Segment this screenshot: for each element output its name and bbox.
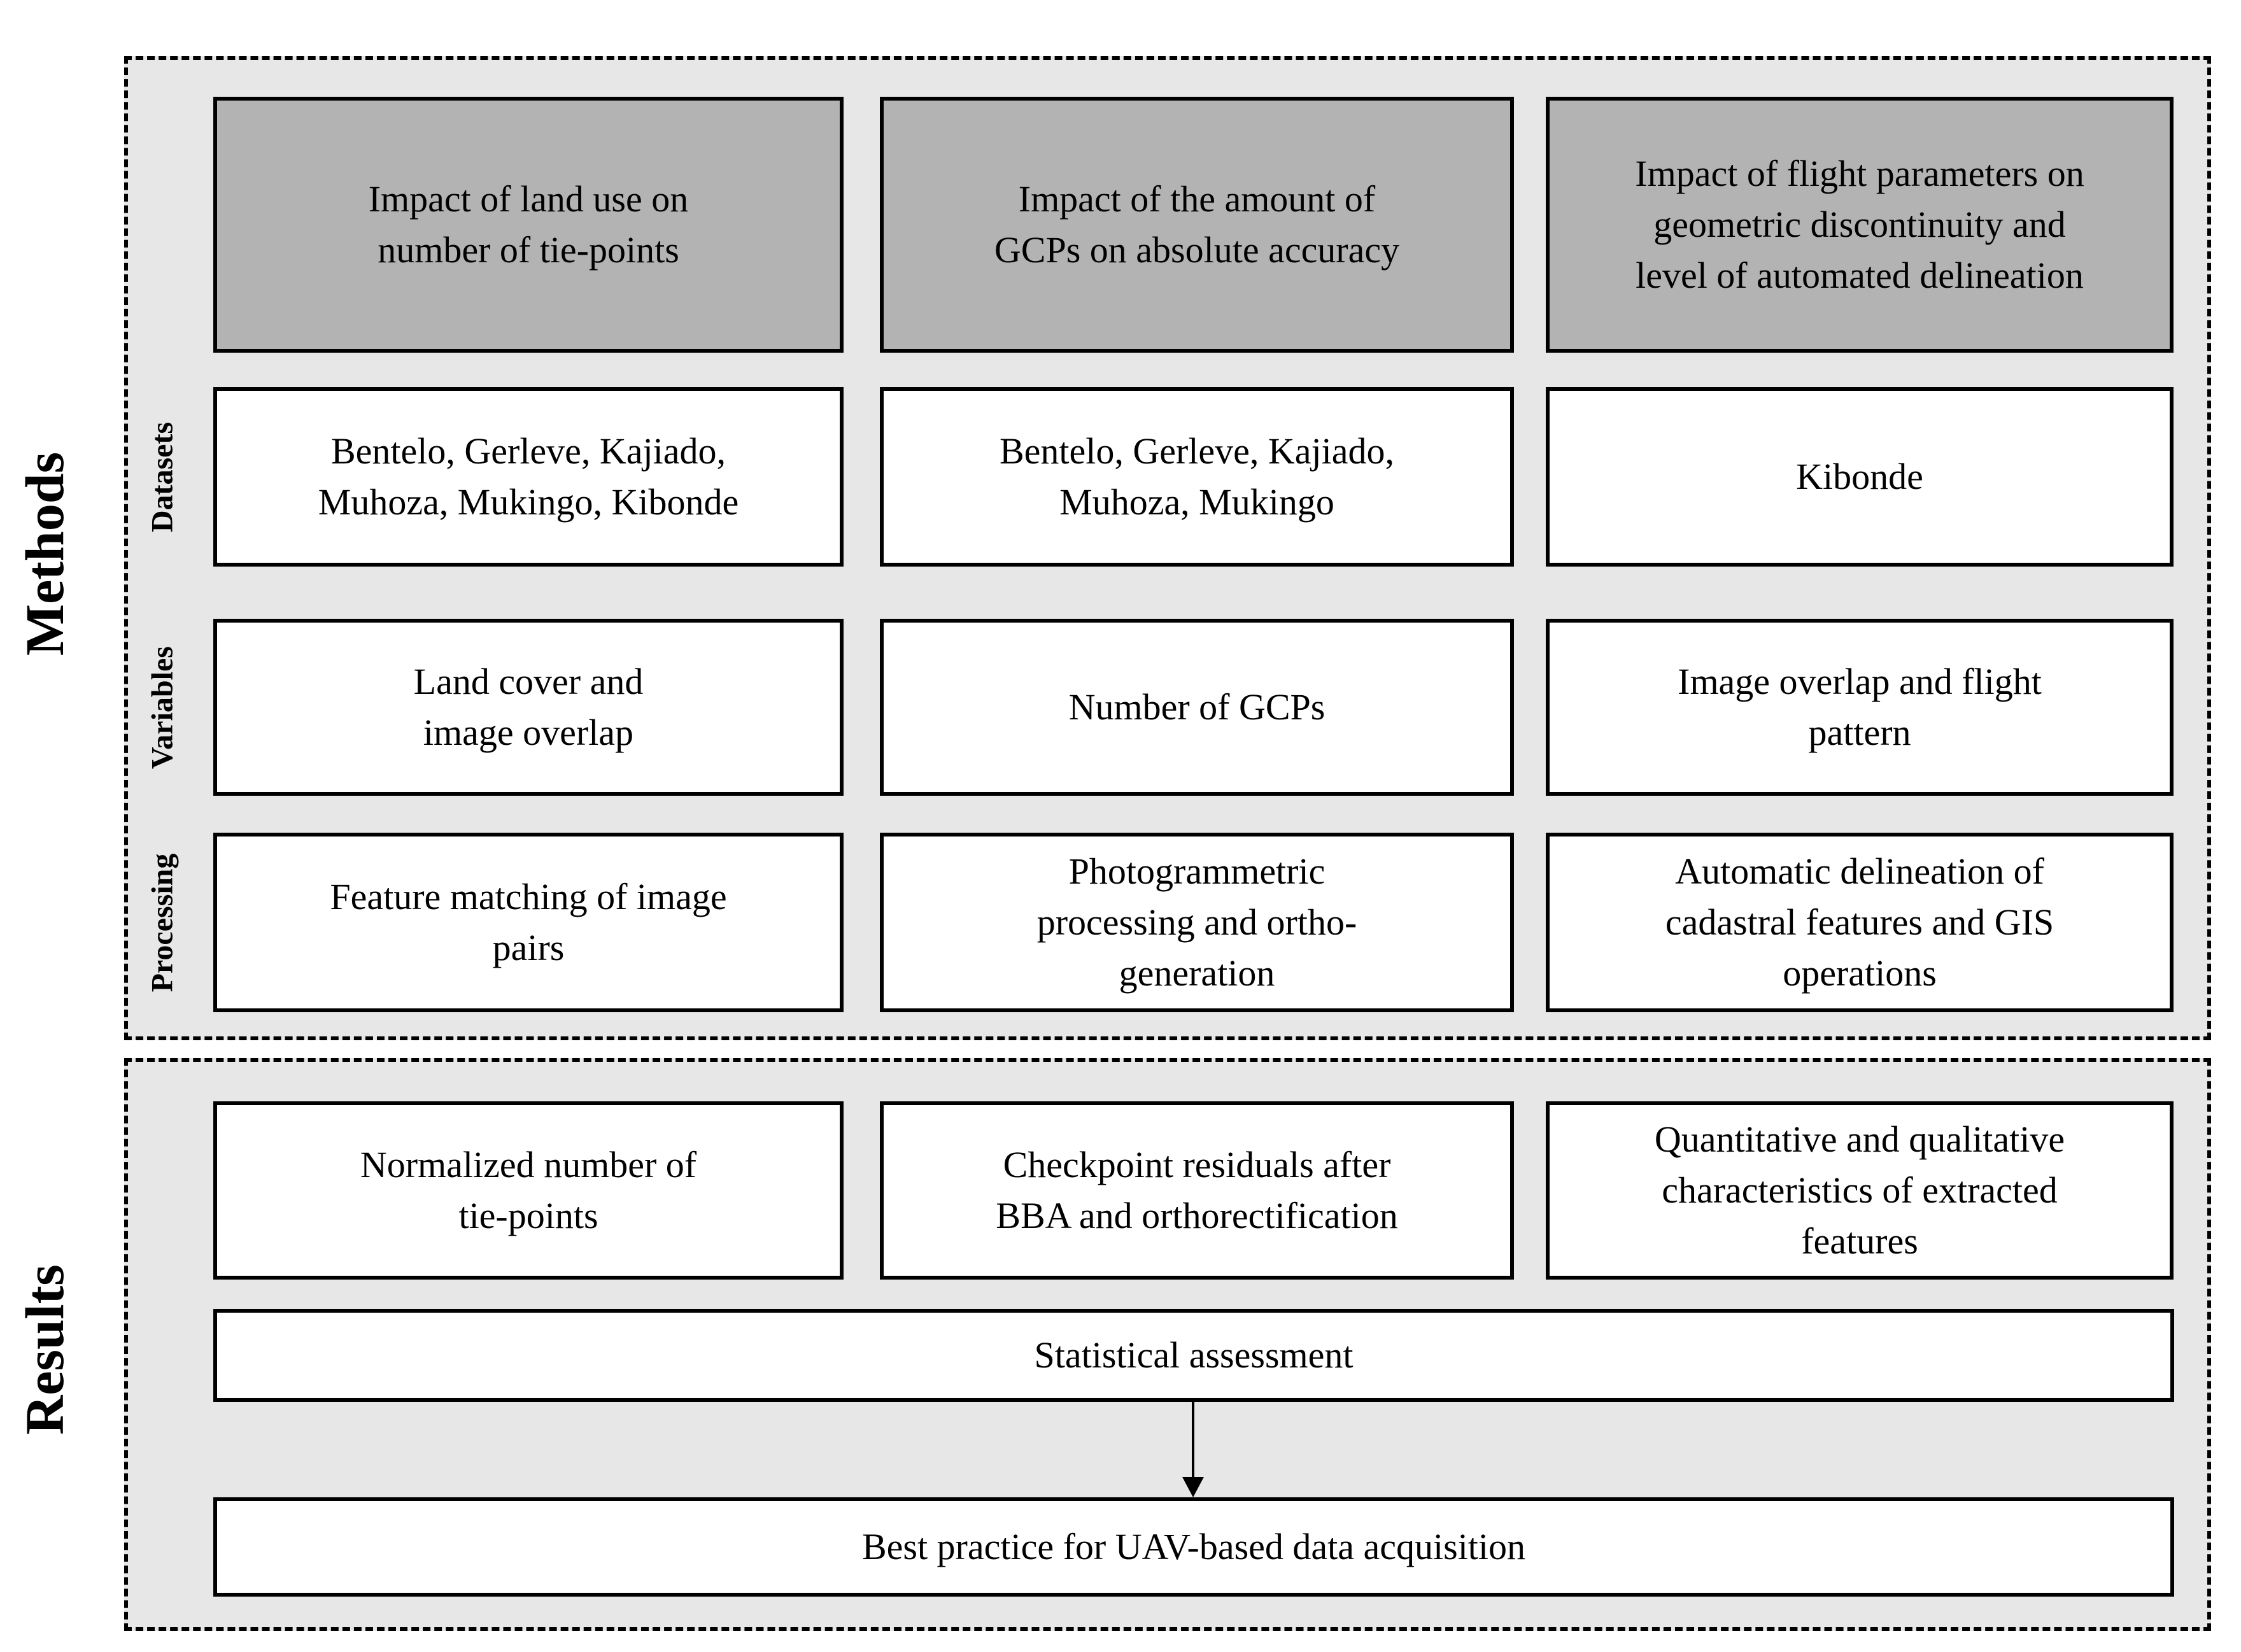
datasets-box-1: Bentelo, Gerleve, Kajiado, Muhoza, Mukin… [213, 387, 844, 567]
processing-text: Photogrammetric processing and ortho-gen… [1036, 850, 1357, 994]
row-label-datasets: Datasets [145, 421, 180, 533]
header-box-gcps: Impact of the amount of GCPs on absolute… [880, 97, 1514, 353]
down-arrow-head-icon [1182, 1477, 1204, 1497]
best-practice-box: Best practice for UAV-based data acquisi… [213, 1497, 2174, 1597]
variables-box-2: Number of GCPs [880, 619, 1514, 796]
datasets-text: Bentelo, Gerleve, Kajiado, Muhoza, Mukin… [999, 430, 1395, 523]
statistical-assessment-box: Statistical assessment [213, 1309, 2174, 1402]
datasets-text: Bentelo, Gerleve, Kajiado, Muhoza, Mukin… [318, 430, 739, 523]
variables-text: Land cover and image overlap [413, 660, 644, 753]
processing-box-3: Automatic delineation of cadastral featu… [1546, 833, 2174, 1012]
datasets-box-3: Kibonde [1546, 387, 2174, 567]
header-box-flight-parameters: Impact of flight parameters on geometric… [1546, 97, 2174, 353]
header-text: Impact of the amount of GCPs on absolute… [994, 178, 1400, 271]
results-text: Checkpoint residuals after BBA and ortho… [996, 1143, 1398, 1236]
results-box-residuals: Checkpoint residuals after BBA and ortho… [880, 1101, 1514, 1280]
results-box-characteristics: Quantitative and qualitative characteris… [1546, 1101, 2174, 1280]
header-box-land-use: Impact of land use on number of tie-poin… [213, 97, 844, 353]
variables-text: Number of GCPs [1068, 686, 1326, 728]
processing-box-1: Feature matching of image pairs [213, 833, 844, 1012]
datasets-box-2: Bentelo, Gerleve, Kajiado, Muhoza, Mukin… [880, 387, 1514, 567]
row-label-processing: Processing [145, 853, 180, 992]
best-practice-text: Best practice for UAV-based data acquisi… [861, 1525, 1526, 1567]
header-text: Impact of land use on number of tie-poin… [368, 178, 689, 271]
variables-text: Image overlap and flight pattern [1678, 660, 2042, 753]
row-label-variables: Variables [145, 646, 180, 769]
processing-text: Automatic delineation of cadastral featu… [1665, 850, 2054, 994]
results-text: Normalized number of tie-points [360, 1143, 697, 1236]
variables-box-1: Land cover and image overlap [213, 619, 844, 796]
results-box-tie-points: Normalized number of tie-points [213, 1101, 844, 1280]
datasets-text: Kibonde [1796, 455, 1923, 497]
header-text: Impact of flight parameters on geometric… [1635, 152, 2084, 297]
processing-text: Feature matching of image pairs [330, 875, 727, 968]
results-label: Results [14, 1264, 75, 1435]
variables-box-3: Image overlap and flight pattern [1546, 619, 2174, 796]
statistical-assessment-text: Statistical assessment [1034, 1334, 1354, 1376]
processing-box-2: Photogrammetric processing and ortho-gen… [880, 833, 1514, 1012]
methods-label: Methods [14, 451, 75, 656]
down-arrow-line [1192, 1402, 1194, 1479]
results-text: Quantitative and qualitative characteris… [1654, 1118, 2065, 1262]
